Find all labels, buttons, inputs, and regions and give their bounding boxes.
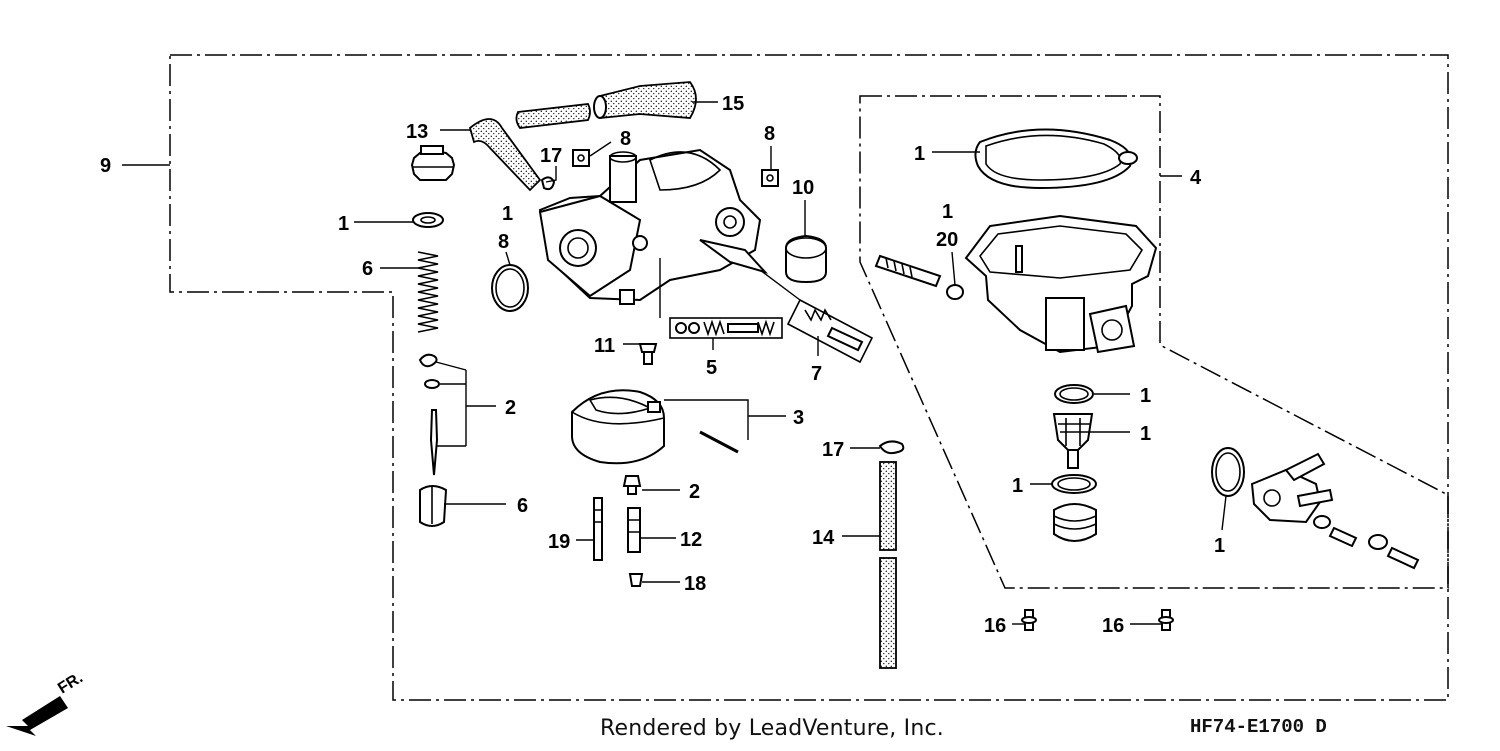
vent-tube-part (468, 118, 542, 192)
callout-6-sleeve: 6 (517, 495, 528, 517)
callout-1-filter: 1 (1140, 423, 1151, 445)
float-part (571, 389, 665, 465)
callout-8-nut-b: 8 (764, 123, 775, 145)
callout-13: 13 (406, 121, 428, 143)
callout-2-jet: 2 (689, 481, 700, 503)
screw-small-part (628, 573, 644, 587)
drain-plug-part (1053, 503, 1097, 542)
accelerator-pump-o-ring-part (1211, 447, 1245, 497)
o-ring-r1-part (1054, 384, 1094, 404)
assembly-frame-outer (169, 54, 1449, 701)
clip-small-part (540, 176, 556, 191)
callout-17-mid: 17 (822, 439, 844, 461)
render-credit: Rendered by LeadVenture, Inc. (600, 716, 944, 741)
callout-5: 5 (706, 357, 717, 379)
callout-1-gasket: 1 (914, 143, 925, 165)
rubber-cap-part (785, 234, 827, 284)
callout-1-ring-lower: 1 (1012, 475, 1023, 497)
callout-1-pump: 1 (1214, 535, 1225, 557)
callout-6-spring: 6 (362, 258, 373, 280)
callout-16-a: 16 (984, 615, 1006, 637)
callout-9: 9 (100, 155, 111, 177)
callout-12: 12 (680, 529, 702, 551)
leader-lines (122, 101, 1227, 625)
float-chamber-part (964, 214, 1158, 354)
callout-1-bowl: 1 (942, 201, 953, 223)
pilot-screw-set-part (669, 317, 783, 339)
callout-1-body: 1 (502, 203, 513, 225)
slow-jet-part (593, 497, 603, 561)
o-ring-small-part (412, 212, 444, 228)
callout-17-top: 17 (540, 145, 562, 167)
washer-20-part (946, 284, 964, 300)
callout-7: 7 (811, 363, 822, 385)
float-chamber-gasket-part (974, 128, 1138, 190)
drain-screw-part (638, 343, 658, 365)
nut-square-part-b (761, 169, 779, 187)
pump-screw-set-part (1313, 515, 1420, 570)
throttle-cap-part (410, 145, 456, 181)
callout-14: 14 (812, 527, 835, 549)
needle-jet-holder-part (627, 507, 641, 553)
callout-8-o-ring: 8 (498, 231, 509, 253)
callout-20: 20 (936, 229, 958, 251)
callout-18: 18 (684, 573, 706, 595)
callout-19: 19 (548, 531, 570, 553)
air-tube-part (515, 103, 591, 129)
callout-4: 4 (1190, 167, 1202, 189)
carburetor-body-part (538, 148, 769, 305)
o-ring-large-part (491, 264, 529, 312)
callout-3: 3 (793, 407, 804, 429)
diagram-footer: Rendered by LeadVenture, Inc. HF74-E1700… (0, 712, 1500, 748)
o-ring-r3-part (1051, 474, 1097, 494)
callout-1-washer: 1 (338, 213, 349, 235)
callout-16-b: 16 (1102, 615, 1124, 637)
nut-square-part-a (572, 149, 590, 167)
slide-sleeve-part (419, 485, 448, 527)
tube-clip-part (878, 440, 905, 455)
direction-label: FR. (55, 669, 86, 697)
drain-tube-part (879, 461, 897, 669)
callout-15: 15 (722, 93, 744, 115)
pilot-screw-part (874, 254, 942, 288)
callout-2-needle: 2 (505, 397, 516, 419)
throttle-stop-screw-part (786, 298, 874, 364)
throttle-spring-part (417, 251, 439, 333)
jet-needle-set-part (418, 353, 440, 476)
callout-11: 11 (594, 335, 615, 357)
air-boot-part (593, 81, 697, 119)
filter-screen-part (1052, 413, 1094, 469)
screw-16a-part (1021, 609, 1037, 631)
callout-1-ring-upper: 1 (1140, 385, 1151, 407)
callout-8-nut-a: 8 (620, 128, 631, 150)
callout-10: 10 (792, 177, 814, 199)
accelerator-pump-part (1250, 452, 1334, 524)
float-chamber-frame (859, 95, 1449, 589)
screw-16b-part (1158, 609, 1174, 631)
main-jet-part (622, 475, 642, 495)
drawing-code: HF74-E1700 D (1190, 716, 1327, 738)
float-pin-part (699, 430, 739, 454)
